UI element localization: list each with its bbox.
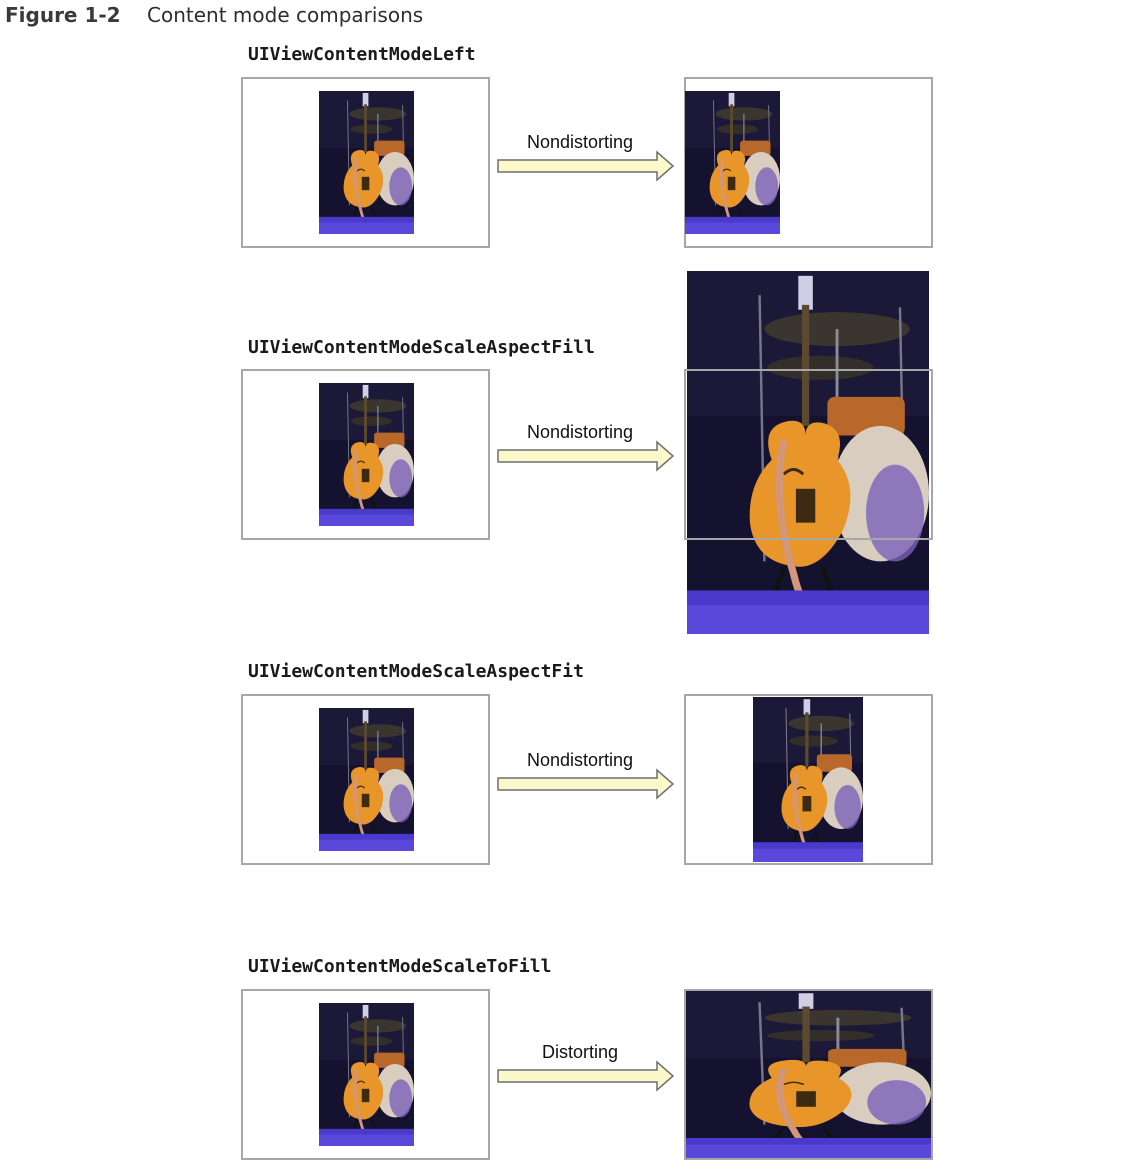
- arrow-label-left: Nondistorting: [526, 132, 634, 152]
- source-photo-aspect-fill: [319, 383, 414, 526]
- arrow-label-scale-to-fill: Distorting: [541, 1042, 619, 1062]
- source-photo-left: [319, 91, 414, 234]
- mode-label-aspect-fill: UIViewContentModeScaleAspectFill: [248, 337, 595, 358]
- arrow-aspect-fit: [497, 768, 675, 800]
- mode-label-scale-to-fill: UIViewContentModeScaleToFill: [248, 956, 552, 977]
- source-photo-aspect-fit: [319, 708, 414, 851]
- result-view-scale-to-fill: [684, 989, 933, 1160]
- source-photo-scale-to-fill: [319, 1003, 414, 1146]
- arrow-aspect-fill: [497, 440, 675, 472]
- arrow-label-aspect-fill: Nondistorting: [526, 422, 634, 442]
- figure-title: Content mode comparisons: [147, 3, 424, 27]
- arrow-left: [497, 150, 675, 182]
- result-photo-aspect-fit: [753, 697, 863, 862]
- figure-number: Figure 1-2: [5, 3, 121, 27]
- mode-label-left: UIViewContentModeLeft: [248, 44, 476, 65]
- result-photo-left: [685, 91, 780, 234]
- arrow-label-aspect-fit: Nondistorting: [526, 750, 634, 770]
- arrow-scale-to-fill: [497, 1060, 675, 1092]
- result-view-aspect-fill: [684, 369, 933, 540]
- mode-label-aspect-fit: UIViewContentModeScaleAspectFit: [248, 661, 584, 682]
